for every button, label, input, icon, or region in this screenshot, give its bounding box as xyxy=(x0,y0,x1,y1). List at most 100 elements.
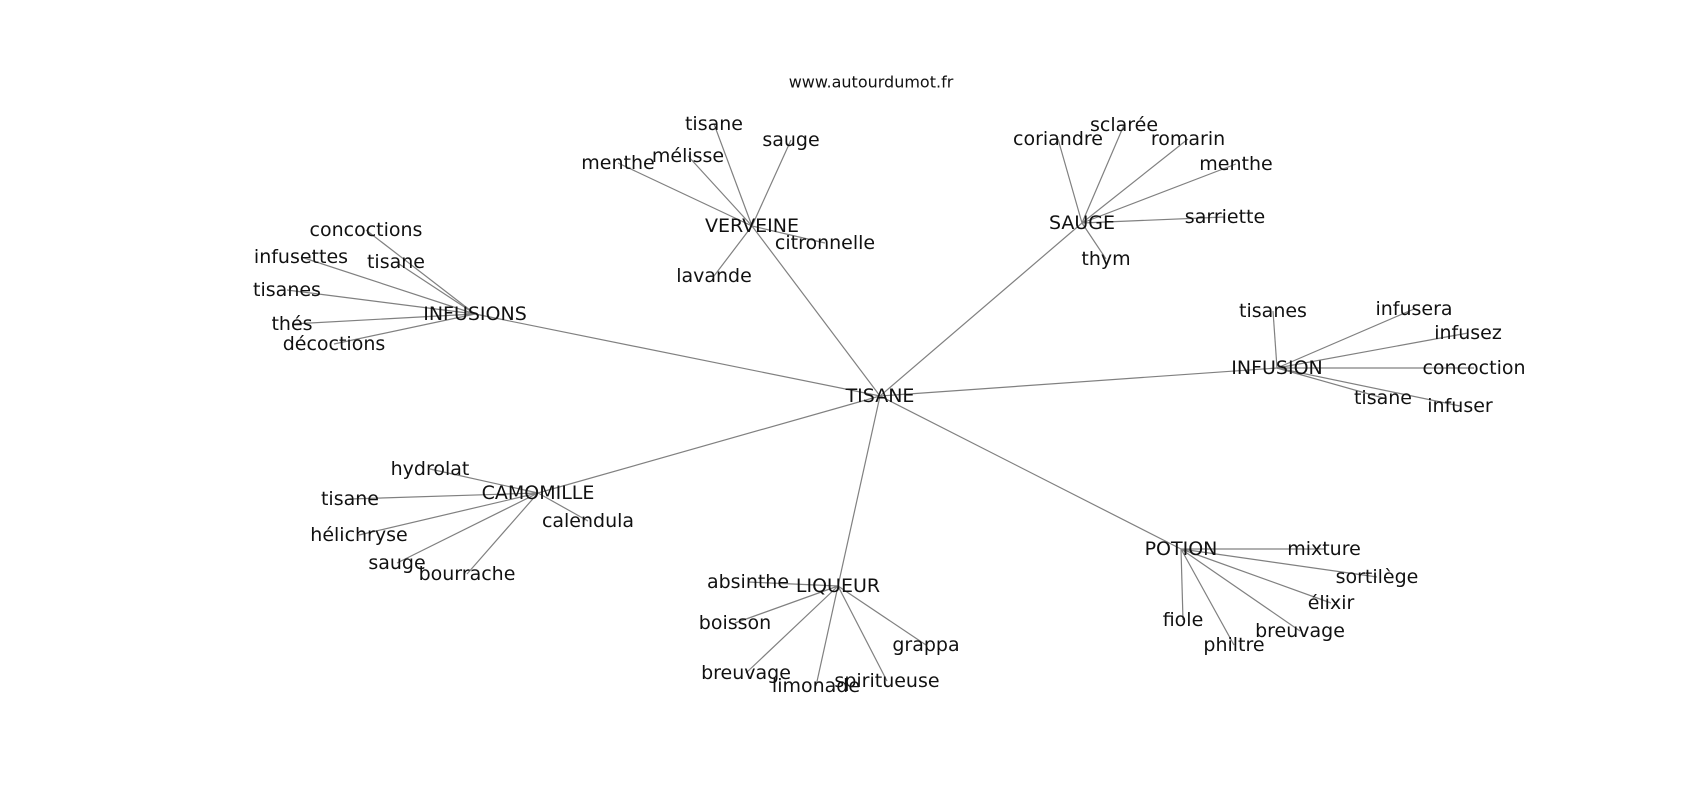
hub-node-label: POTION xyxy=(1145,538,1218,560)
edge-camomille-leaf xyxy=(349,492,539,500)
edge-potion-leaf xyxy=(1180,548,1378,578)
hub-node-label: LIQUEUR xyxy=(796,575,880,597)
edge-root-liqueur xyxy=(837,395,881,587)
edge-potion-leaf xyxy=(1180,548,1235,646)
edge-infusion-leaf xyxy=(1276,367,1461,407)
leaf-node-label: spiritueuse xyxy=(834,670,939,692)
edge-liqueur-leaf xyxy=(837,585,888,682)
edge-potion-leaf xyxy=(1180,548,1184,621)
leaf-node-label: infusera xyxy=(1375,298,1452,320)
edge-infusion-leaf xyxy=(1272,310,1278,369)
edge-infusions-leaf xyxy=(291,313,476,325)
leaf-node-label: bourrache xyxy=(419,563,516,585)
leaf-node-label: décoctions xyxy=(283,333,386,355)
leaf-node-label: hydrolat xyxy=(391,458,470,480)
graph-edges xyxy=(286,123,1474,687)
edge-sauge-leaf xyxy=(1081,222,1107,260)
leaf-node-label: thés xyxy=(271,313,312,335)
leaf-node-label: tisane xyxy=(367,251,425,273)
leaf-node-label: romarin xyxy=(1151,128,1225,150)
edge-liqueur-leaf xyxy=(815,585,839,687)
leaf-node-label: infuser xyxy=(1427,395,1493,417)
leaf-node-label: sauge xyxy=(762,129,819,151)
leaf-node-label: tisanes xyxy=(253,279,321,301)
edge-infusion-leaf xyxy=(1276,367,1384,399)
leaf-node-label: tisanes xyxy=(1239,300,1307,322)
graph-labels: TISANEVERVEINEtisanesaugemélissementheci… xyxy=(253,113,1525,697)
edge-root-sauge xyxy=(879,222,1083,397)
leaf-node-label: coriandre xyxy=(1013,128,1103,150)
edge-liqueur-leaf xyxy=(837,585,927,646)
leaf-node-label: sarriette xyxy=(1185,206,1265,228)
edge-root-infusion xyxy=(879,367,1278,397)
edge-verveine-leaf xyxy=(751,139,792,227)
edge-infusions-leaf xyxy=(300,256,476,315)
root-node-label: TISANE xyxy=(845,385,915,407)
edge-camomille-leaf xyxy=(466,492,539,575)
leaf-node-label: sauge xyxy=(368,552,425,574)
edge-verveine-leaf xyxy=(687,155,753,227)
leaf-node-label: fiole xyxy=(1163,609,1204,631)
edge-root-potion xyxy=(879,395,1182,550)
edge-liqueur-leaf xyxy=(745,585,839,674)
leaf-node-label: tisane xyxy=(321,488,379,510)
edge-camomille-leaf xyxy=(358,492,539,536)
edge-camomille-leaf xyxy=(429,468,539,494)
edge-verveine-leaf xyxy=(713,225,753,277)
leaf-node-label: absinthe xyxy=(707,571,789,593)
hub-node-label: INFUSION xyxy=(1231,357,1322,379)
leaf-node-label: grappa xyxy=(892,634,959,656)
leaf-node-label: sclarée xyxy=(1090,114,1158,136)
leaf-node-label: boisson xyxy=(699,612,771,634)
edge-verveine-leaf xyxy=(751,225,826,244)
leaf-node-label: menthe xyxy=(581,152,654,174)
leaf-node-label: breuvage xyxy=(701,662,791,684)
edge-verveine-leaf xyxy=(617,162,753,227)
leaf-node-label: élixir xyxy=(1308,592,1355,614)
edge-root-camomille xyxy=(537,395,881,494)
leaf-node-label: limonade xyxy=(772,675,860,697)
edge-liqueur-leaf xyxy=(747,581,839,587)
watermark-text: www.autourdumot.fr xyxy=(789,73,954,92)
leaf-node-label: mélisse xyxy=(652,145,724,167)
edge-infusions-leaf xyxy=(365,229,476,315)
edge-sauge-leaf xyxy=(1081,138,1189,224)
leaf-node-label: concoction xyxy=(1422,357,1525,379)
leaf-node-label: menthe xyxy=(1199,153,1272,175)
edge-camomille-leaf xyxy=(396,492,539,564)
leaf-node-label: calendula xyxy=(542,510,634,532)
leaf-node-label: infusettes xyxy=(254,246,348,268)
edge-potion-leaf xyxy=(1180,548,1301,632)
hub-node-label: SAUGE xyxy=(1049,212,1115,234)
leaf-node-label: concoctions xyxy=(310,219,423,241)
leaf-node-label: citronnelle xyxy=(775,232,875,254)
hub-node-label: INFUSIONS xyxy=(423,303,527,325)
edge-camomille-leaf xyxy=(537,492,589,522)
edge-potion-leaf xyxy=(1180,548,1332,604)
edge-sauge-leaf xyxy=(1081,124,1125,224)
leaf-node-label: tisane xyxy=(685,113,743,135)
leaf-node-label: sortilège xyxy=(1336,566,1419,588)
edge-infusion-leaf xyxy=(1276,332,1469,369)
leaf-node-label: mixture xyxy=(1287,538,1361,560)
edge-infusions-leaf xyxy=(333,313,476,345)
edge-sauge-leaf xyxy=(1081,216,1226,224)
edge-root-infusions xyxy=(474,313,881,397)
edge-infusions-leaf xyxy=(395,261,476,315)
leaf-node-label: hélichryse xyxy=(310,524,407,546)
leaf-node-label: tisane xyxy=(1354,387,1412,409)
edge-verveine-leaf xyxy=(713,123,753,227)
edge-infusion-leaf xyxy=(1276,308,1415,369)
leaf-node-label: lavande xyxy=(676,265,752,287)
edge-liqueur-leaf xyxy=(734,585,839,624)
leaf-node-label: infusez xyxy=(1434,322,1502,344)
hub-node-label: VERVEINE xyxy=(705,215,799,237)
leaf-node-label: philtre xyxy=(1203,634,1264,656)
hub-node-label: CAMOMILLE xyxy=(482,482,595,504)
edge-sauge-leaf xyxy=(1057,138,1083,224)
edge-root-verveine xyxy=(751,225,881,397)
edge-sauge-leaf xyxy=(1081,163,1237,224)
leaf-node-label: breuvage xyxy=(1255,620,1345,642)
edge-infusions-leaf xyxy=(286,289,476,315)
